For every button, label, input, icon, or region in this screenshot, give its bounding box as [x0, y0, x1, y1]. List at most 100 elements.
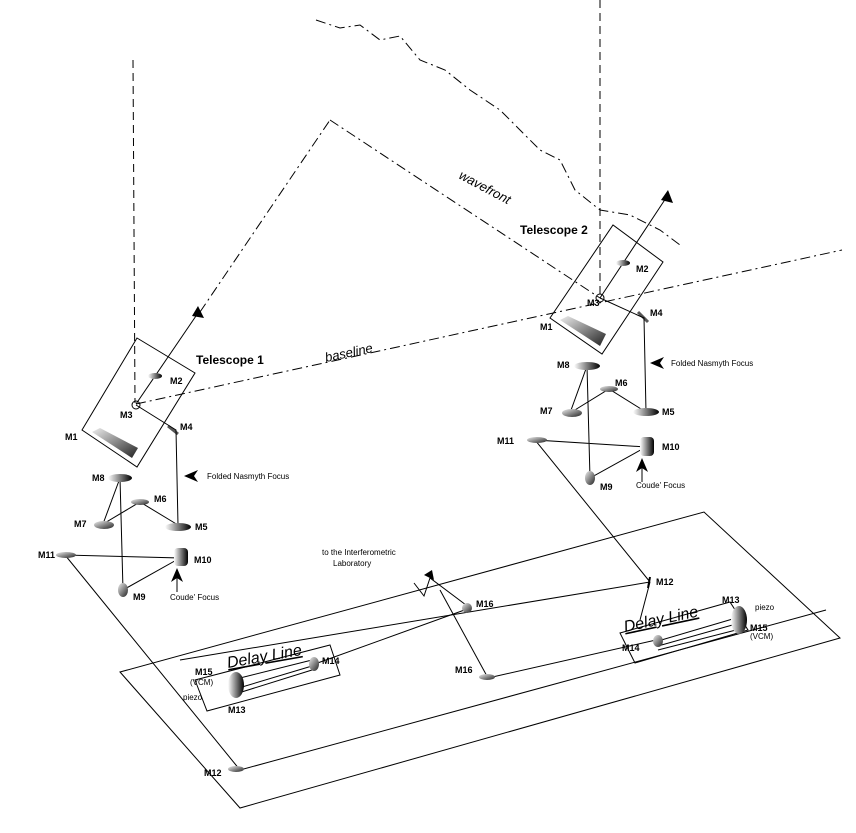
baseline-line	[135, 249, 843, 405]
label-m10: M10	[662, 442, 680, 452]
label-vcm: (VCM)	[750, 632, 773, 641]
label-m15: M15	[195, 667, 213, 677]
mirror-m7	[94, 521, 114, 529]
telescope-1-title: Telescope 1	[196, 353, 264, 367]
label-m14: M14	[622, 643, 640, 653]
label-m8: M8	[557, 360, 570, 370]
label-m13: M13	[722, 595, 740, 605]
mirror-m14	[653, 635, 663, 647]
mirror-m11	[56, 552, 76, 558]
arrow-icon	[661, 190, 673, 203]
mirror-m6	[131, 499, 149, 505]
label-m2: M2	[636, 264, 649, 274]
mirror-m3	[595, 293, 605, 303]
label-m1: M1	[540, 322, 553, 332]
label-m16-lower: M16	[455, 665, 473, 675]
mirror-m16-lower	[479, 674, 495, 680]
telescope-1-frame	[81, 337, 196, 468]
mirror-m5	[633, 408, 659, 416]
nasmyth-focus-label: Folded Nasmyth Focus	[671, 359, 753, 368]
label-m8: M8	[92, 473, 105, 483]
beam-left	[311, 607, 471, 666]
mirror-m12-left	[228, 766, 244, 772]
mirror-m12-right	[647, 576, 651, 589]
label-m11: M11	[38, 550, 55, 560]
mirror-m6	[600, 386, 618, 392]
mirror-m3	[131, 400, 141, 410]
label-piezo: piezo	[183, 693, 203, 702]
mirror-m8	[108, 474, 132, 482]
starlight-ray-1	[132, 59, 136, 404]
label-m6: M6	[154, 494, 167, 504]
mirror-m9	[118, 583, 128, 597]
label-m1: M1	[65, 432, 78, 442]
label-m9: M9	[133, 592, 146, 602]
telescope-2-frame	[549, 224, 664, 355]
label-m7: M7	[74, 519, 87, 529]
mirror-m14	[309, 657, 319, 671]
mirror-m1	[560, 316, 606, 346]
label-m3: M3	[587, 298, 600, 308]
label-m15: M15	[750, 623, 768, 633]
label-m16-upper: M16	[476, 599, 494, 609]
nasmyth-focus-label: Folded Nasmyth Focus	[207, 472, 289, 481]
delay-line-right: Delay Line M14 M13 M15 (VCM) piezo	[619, 595, 775, 664]
mirror-m2	[616, 260, 630, 266]
lab-label-line2: Laboratory	[333, 559, 371, 568]
sky-geometry: wavefront baseline	[132, 0, 843, 405]
label-m12-right: M12	[656, 577, 674, 587]
label-m6: M6	[615, 378, 628, 388]
label-piezo: piezo	[755, 603, 775, 612]
lab-label-line1: to the Interferometric	[322, 548, 396, 557]
delay-line-left-frame	[194, 644, 341, 712]
delay-line-left-title: Delay Line	[226, 642, 304, 672]
label-m3: M3	[120, 410, 133, 420]
arrow-icon	[636, 458, 648, 472]
mirror-m2	[148, 373, 162, 379]
arrow-icon	[184, 470, 198, 482]
mirror-m11	[527, 437, 547, 443]
label-m5: M5	[662, 407, 675, 417]
label-m11: M11	[497, 436, 514, 446]
tunnel-outline	[119, 511, 841, 809]
label-m2: M2	[170, 376, 183, 386]
baseline-label: baseline	[324, 340, 374, 365]
arrow-icon	[424, 570, 434, 580]
mirror-m7	[562, 409, 582, 417]
mirror-m1	[92, 428, 138, 458]
telescope-2: Telescope 2 M1 M2 M3 M4 M5 M6 M7 M8 M9 M…	[497, 223, 753, 583]
label-m9: M9	[600, 482, 613, 492]
label-m14: M14	[322, 656, 340, 666]
wavefront-label: wavefront	[457, 167, 515, 207]
telescope-1: Telescope 1 M1 M2 M3 M4 M5 M6 M7 M8 M9 M…	[38, 337, 289, 771]
label-m13: M13	[228, 705, 246, 715]
label-m12-left: M12	[204, 768, 222, 778]
mirror-m13-cat-eye	[731, 606, 747, 634]
mirror-m5	[165, 523, 191, 531]
mirror-m8	[574, 362, 600, 370]
label-vcm: (VCM)	[190, 678, 213, 687]
coude-focus-label: Coude' Focus	[170, 593, 219, 602]
mirror-m10	[174, 548, 188, 566]
coude-focus-label: Coude' Focus	[636, 481, 685, 490]
label-m10: M10	[194, 555, 212, 565]
delay-line-left: Delay Line M13 M14 M15 (VCM) piezo	[183, 642, 341, 715]
label-m5: M5	[195, 522, 208, 532]
mirror-m9	[585, 471, 595, 485]
wavefront-plane	[329, 119, 601, 299]
delay-line-right-title: Delay Line	[622, 604, 700, 636]
arrow-icon	[192, 306, 204, 318]
delay-line-right-frame	[619, 601, 749, 664]
mirror-m10	[640, 437, 654, 456]
label-m4: M4	[650, 308, 663, 318]
delay-line-tunnel: to the Interferometric Laboratory M12 M1…	[119, 511, 841, 809]
wavefront-line	[315, 19, 681, 246]
delay-ray	[199, 119, 331, 313]
mirror-m16-upper	[462, 603, 472, 613]
arrow-icon	[171, 568, 183, 582]
label-m7: M7	[540, 406, 553, 416]
label-m4: M4	[180, 422, 193, 432]
arrow-icon	[650, 357, 664, 369]
telescope-2-title: Telescope 2	[520, 223, 588, 237]
